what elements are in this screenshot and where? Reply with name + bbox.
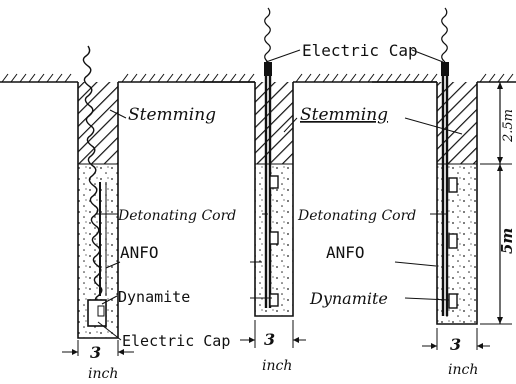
ground-tick xyxy=(55,73,63,83)
ground-tick xyxy=(497,73,505,83)
label-stemming-2: Stemming xyxy=(300,105,388,125)
label-electric-cap-top: Electric Cap xyxy=(302,41,418,60)
ground-tick xyxy=(313,73,321,83)
ground-tick xyxy=(139,73,147,83)
detonating-cord-hole-2 xyxy=(264,7,272,308)
label-stemming-1: Stemming xyxy=(128,105,216,125)
width-dimension-2: 3 inch xyxy=(240,320,306,374)
ground-tick xyxy=(349,73,357,83)
svg-text:3: 3 xyxy=(450,335,461,354)
svg-text:3: 3 xyxy=(90,343,101,362)
ground-tick xyxy=(37,73,45,83)
depth-charge-label: 5m xyxy=(498,228,516,254)
svg-text:inch: inch xyxy=(88,366,118,382)
ground-tick xyxy=(358,73,366,83)
ground-tick xyxy=(193,73,201,83)
detonating-cord-hole-1 xyxy=(82,45,107,307)
ground-tick xyxy=(46,73,54,83)
ground-tick xyxy=(220,73,228,83)
ground-tick xyxy=(19,73,27,83)
width-dimension-1: 3 inch xyxy=(62,340,134,382)
svg-text:3: 3 xyxy=(264,330,275,349)
ground-tick xyxy=(412,73,420,83)
ground-tick xyxy=(479,73,487,83)
blast-hole-2 xyxy=(254,82,294,317)
ground-tick xyxy=(322,73,330,83)
leader-lines xyxy=(96,49,463,341)
ground-tick xyxy=(340,73,348,83)
dynamite-hole-1 xyxy=(87,299,107,327)
label-detonating-cord-2: Detonating Cord xyxy=(297,208,416,224)
ground-tick xyxy=(506,73,514,83)
ground-tick xyxy=(367,73,375,83)
ground-tick xyxy=(157,73,165,83)
ground-tick xyxy=(331,73,339,83)
ground-tick xyxy=(229,73,237,83)
label-dynamite-1: Dynamite xyxy=(118,288,190,306)
blast-hole-1 xyxy=(77,82,119,339)
label-electric-cap-bottom: Electric Cap xyxy=(122,332,230,350)
ground-surface xyxy=(0,73,516,83)
labels: Stemming Stemming Electric Cap Detonatin… xyxy=(117,41,418,350)
label-anfo-1: ANFO xyxy=(120,243,159,262)
dynamite-charges-hole-2 xyxy=(269,175,279,307)
ground-tick xyxy=(385,73,393,83)
ground-tick xyxy=(202,73,210,83)
ground-tick xyxy=(247,73,255,83)
ground-tick xyxy=(166,73,174,83)
ground-tick xyxy=(184,73,192,83)
ground-tick xyxy=(238,73,246,83)
depth-dimension: 2.5m 5m xyxy=(480,81,516,325)
ground-tick xyxy=(130,73,138,83)
label-anfo-2: ANFO xyxy=(326,243,365,262)
ground-tick xyxy=(295,73,303,83)
ground-tick xyxy=(304,73,312,83)
width-dimension-3: 3 inch xyxy=(422,328,490,378)
ground-tick xyxy=(64,73,72,83)
detonating-cord-hole-3 xyxy=(441,7,449,316)
ground-tick xyxy=(28,73,36,83)
ground-tick xyxy=(10,73,18,83)
ground-tick xyxy=(421,73,429,83)
ground-tick xyxy=(175,73,183,83)
svg-text:inch: inch xyxy=(262,358,292,374)
label-dynamite-2: Dynamite xyxy=(309,289,388,308)
ground-tick xyxy=(121,73,129,83)
dynamite-charges-hole-3 xyxy=(448,177,458,309)
ground-tick xyxy=(376,73,384,83)
ground-tick xyxy=(211,73,219,83)
ground-tick xyxy=(148,73,156,83)
ground-tick xyxy=(430,73,438,83)
ground-tick xyxy=(403,73,411,83)
svg-text:inch: inch xyxy=(448,362,478,378)
ground-tick xyxy=(394,73,402,83)
ground-tick xyxy=(488,73,496,83)
depth-stemming-label: 2.5m xyxy=(501,109,516,143)
label-detonating-cord-1: Detonating Cord xyxy=(117,208,236,224)
ground-tick xyxy=(1,73,9,83)
